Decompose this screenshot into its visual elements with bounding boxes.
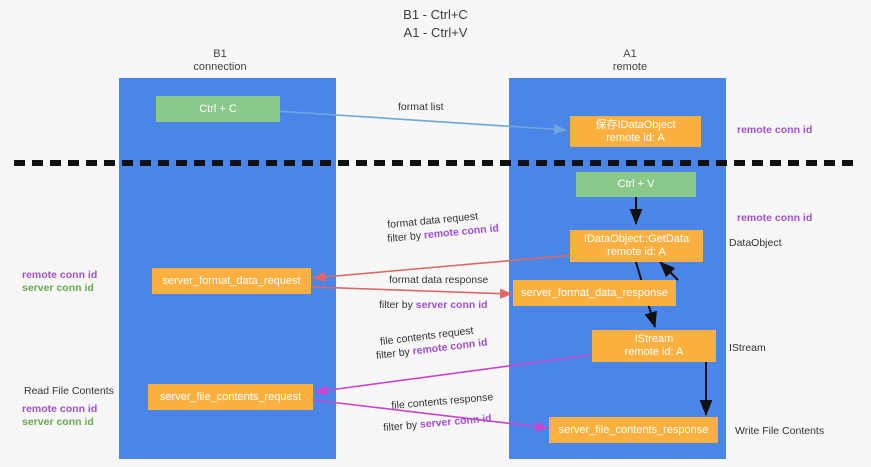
lane-header-a1-name: A1 xyxy=(623,48,637,60)
lane-header-b1: B1 connection xyxy=(150,48,290,74)
arrow-format-data-request xyxy=(312,254,575,283)
edge-label-format-data-response-filter: filter by server conn id xyxy=(379,299,488,312)
lane-header-b1-role: connection xyxy=(193,61,247,73)
annotation-left-server-conn-id-2: server conn id xyxy=(22,416,94,428)
node-server-format-data-request[interactable]: server_format_data_request xyxy=(152,268,311,294)
node-ctrl-c-label: Ctrl + C xyxy=(199,102,237,115)
filter-prefix-2: filter by xyxy=(379,299,416,311)
node-ctrl-v-label: Ctrl + V xyxy=(617,178,655,190)
annotation-right-remote-conn-id-1: remote conn id xyxy=(737,124,813,136)
annotation-right-write-file-contents: Write File Contents xyxy=(735,425,825,437)
arrow-file-contents-response xyxy=(312,399,549,432)
node-getdata-line1: IDataObject::GetData xyxy=(583,233,690,245)
arrow-file-contents-request xyxy=(314,354,591,396)
node-getdata[interactable]: IDataObject::GetData remote id: A xyxy=(570,230,703,262)
annotation-left-remote-conn-id-1: remote conn id xyxy=(22,269,98,281)
node-server-format-data-response-label: server_format_data_response xyxy=(521,286,668,299)
diagram-title: B1 - Ctrl+C A1 - Ctrl+V xyxy=(0,6,871,42)
node-server-file-contents-response-label: server_file_contents_response xyxy=(558,423,709,436)
edge-label-format-data-response-line1: format data response xyxy=(389,274,489,286)
node-istream[interactable]: IStream remote id: A xyxy=(592,330,716,362)
lane-header-a1-role: remote xyxy=(612,61,648,73)
node-idataobject[interactable]: 保存IDataObject remote id: A xyxy=(570,116,701,147)
node-server-file-contents-request[interactable]: server_file_contents_request xyxy=(148,384,313,410)
title-line-2: A1 - Ctrl+V xyxy=(403,25,468,40)
node-server-file-contents-response[interactable]: server_file_contents_response xyxy=(549,417,718,443)
title-line-1: B1 - Ctrl+C xyxy=(403,7,468,22)
node-idataobject-line2: remote id: A xyxy=(606,131,665,144)
arrow-response-to-getdata xyxy=(659,261,679,281)
edge-label-format-list: format list xyxy=(398,101,444,113)
node-idataobject-line1: 保存IDataObject xyxy=(595,118,676,131)
annotation-right-istream: IStream xyxy=(729,342,766,354)
node-getdata-line2: remote id: A xyxy=(607,246,666,258)
arrow-format-data-response xyxy=(311,286,513,299)
node-server-file-contents-request-label: server_file_contents_request xyxy=(159,390,302,403)
node-istream-line1: IStream xyxy=(634,333,674,345)
node-istream-line2: remote id: A xyxy=(624,346,684,358)
annotation-left-server-conn-id-1: server conn id xyxy=(22,282,94,294)
annotation-left-read-file-contents: Read File Contents xyxy=(24,385,114,397)
node-server-format-data-request-label: server_format_data_request xyxy=(162,274,301,287)
lane-header-b1-name: B1 xyxy=(213,48,227,60)
annotation-left-remote-conn-id-2: remote conn id xyxy=(22,403,98,415)
annotation-right-dataobject: DataObject xyxy=(729,237,782,249)
node-ctrl-v[interactable]: Ctrl + V xyxy=(576,172,696,197)
node-ctrl-c[interactable]: Ctrl + C xyxy=(156,96,280,122)
filter-key-2: server conn id xyxy=(415,299,488,311)
lane-header-a1: A1 remote xyxy=(560,48,700,74)
annotation-right-remote-conn-id-2: remote conn id xyxy=(737,212,813,224)
node-server-format-data-response[interactable]: server_format_data_response xyxy=(513,280,676,306)
arrow-format-list xyxy=(274,110,567,135)
